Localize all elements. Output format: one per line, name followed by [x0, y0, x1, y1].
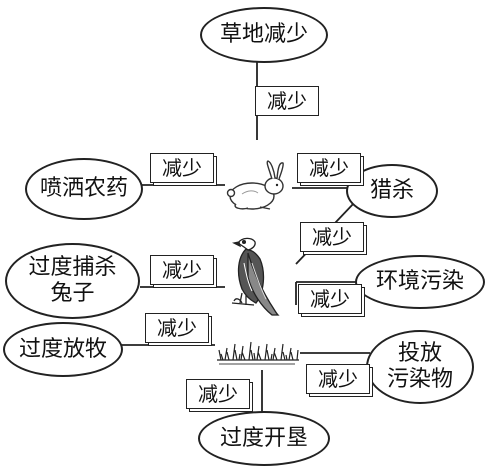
node-overhunt-rabbits: 过度捕杀 兔子 — [5, 243, 140, 319]
node-environment-pollution: 环境污染 — [355, 255, 485, 309]
edge-label-grassland: 减少 — [255, 86, 319, 116]
eagle-icon — [231, 237, 280, 316]
node-grassland-decrease: 草地减少 — [200, 7, 328, 63]
grass-icon — [217, 341, 299, 365]
edge-label-hunting-rabbit: 减少 — [297, 153, 361, 183]
node-pesticide: 喷洒农药 — [25, 158, 143, 220]
node-overgrazing: 过度放牧 — [3, 322, 123, 377]
node-dump-pollutants: 投放 污染物 — [366, 330, 474, 404]
rabbit-icon — [226, 160, 284, 210]
edge-label-hunting-eagle: 减少 — [300, 222, 364, 252]
edge-label-pollutants: 减少 — [306, 364, 370, 394]
edge-label-pollution: 减少 — [298, 284, 362, 314]
edge-label-pesticide: 减少 — [150, 153, 214, 183]
edge-label-overgrazing: 减少 — [145, 313, 209, 343]
node-hunting: 猎杀 — [346, 164, 438, 218]
edge-label-overhunt: 减少 — [150, 255, 214, 285]
edge-label-reclamation: 减少 — [186, 379, 250, 409]
node-over-reclamation: 过度开垦 — [198, 411, 330, 466]
